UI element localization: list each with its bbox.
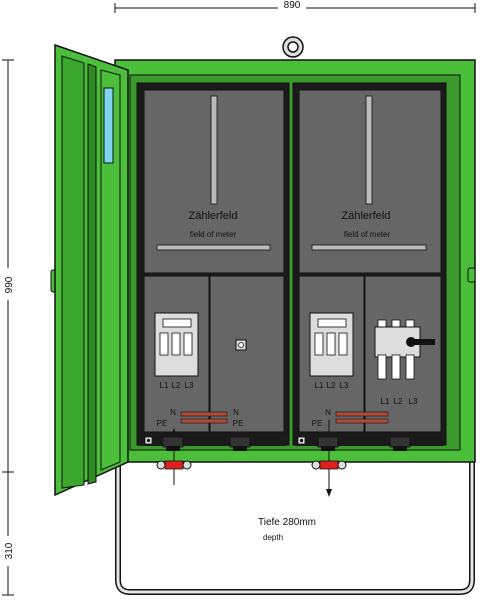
- height-dimension: 990 310: [2, 59, 15, 596]
- cabinet-height-label: 990: [4, 276, 15, 293]
- left-compartment: Zählerfeld field of meter L1 L2 L3 N PE …: [136, 82, 290, 485]
- door-window: [103, 87, 114, 164]
- switch-handle-icon: [406, 337, 435, 347]
- left-phase-label-2: L2: [172, 381, 181, 390]
- hinge-right: [467, 267, 476, 283]
- open-door: [54, 43, 129, 497]
- right-switch-label-1: L1: [381, 397, 390, 406]
- right-compartment: Zählerfeld field of meter L1 L2 L3: [292, 82, 447, 497]
- left-fuse-block: [154, 312, 199, 377]
- left-phase-label-1: L1: [160, 381, 169, 390]
- depth-label: Tiefe 280mm: [258, 517, 316, 528]
- left-bus-bars: [180, 411, 228, 424]
- left-bus-pe: PE: [157, 419, 168, 428]
- left-meter-title: Zählerfeld: [189, 210, 238, 222]
- left-phase-label-3: L3: [185, 381, 194, 390]
- left-bus-pe-right: PE: [233, 419, 244, 428]
- left-meter-subtitle: field of meter: [190, 230, 237, 239]
- right-phase-label-2: L2: [327, 381, 336, 390]
- right-cable-entry: [311, 460, 347, 470]
- width-dimension: 890: [114, 0, 476, 13]
- left-bus-n: N: [170, 408, 176, 417]
- right-fuse-block: [309, 312, 354, 377]
- main-switch: [374, 319, 421, 380]
- right-switch-label-2: L2: [394, 397, 403, 406]
- right-bus-pe: PE: [312, 419, 323, 428]
- depth-sublabel: depth: [263, 533, 283, 542]
- right-phase-label-3: L3: [340, 381, 349, 390]
- left-cable-entry: [156, 460, 192, 470]
- lifting-eye-icon: [282, 36, 304, 58]
- right-switch-label-3: L3: [409, 397, 418, 406]
- right-bus-n: N: [325, 408, 331, 417]
- left-bus-n-right: N: [233, 408, 239, 417]
- width-label: 890: [284, 0, 301, 11]
- right-meter-subtitle: field of meter: [344, 230, 391, 239]
- right-bus-bars: [335, 411, 389, 424]
- base-height-label: 310: [4, 542, 15, 559]
- right-phase-label-1: L1: [315, 381, 324, 390]
- right-meter-title: Zählerfeld: [342, 210, 391, 222]
